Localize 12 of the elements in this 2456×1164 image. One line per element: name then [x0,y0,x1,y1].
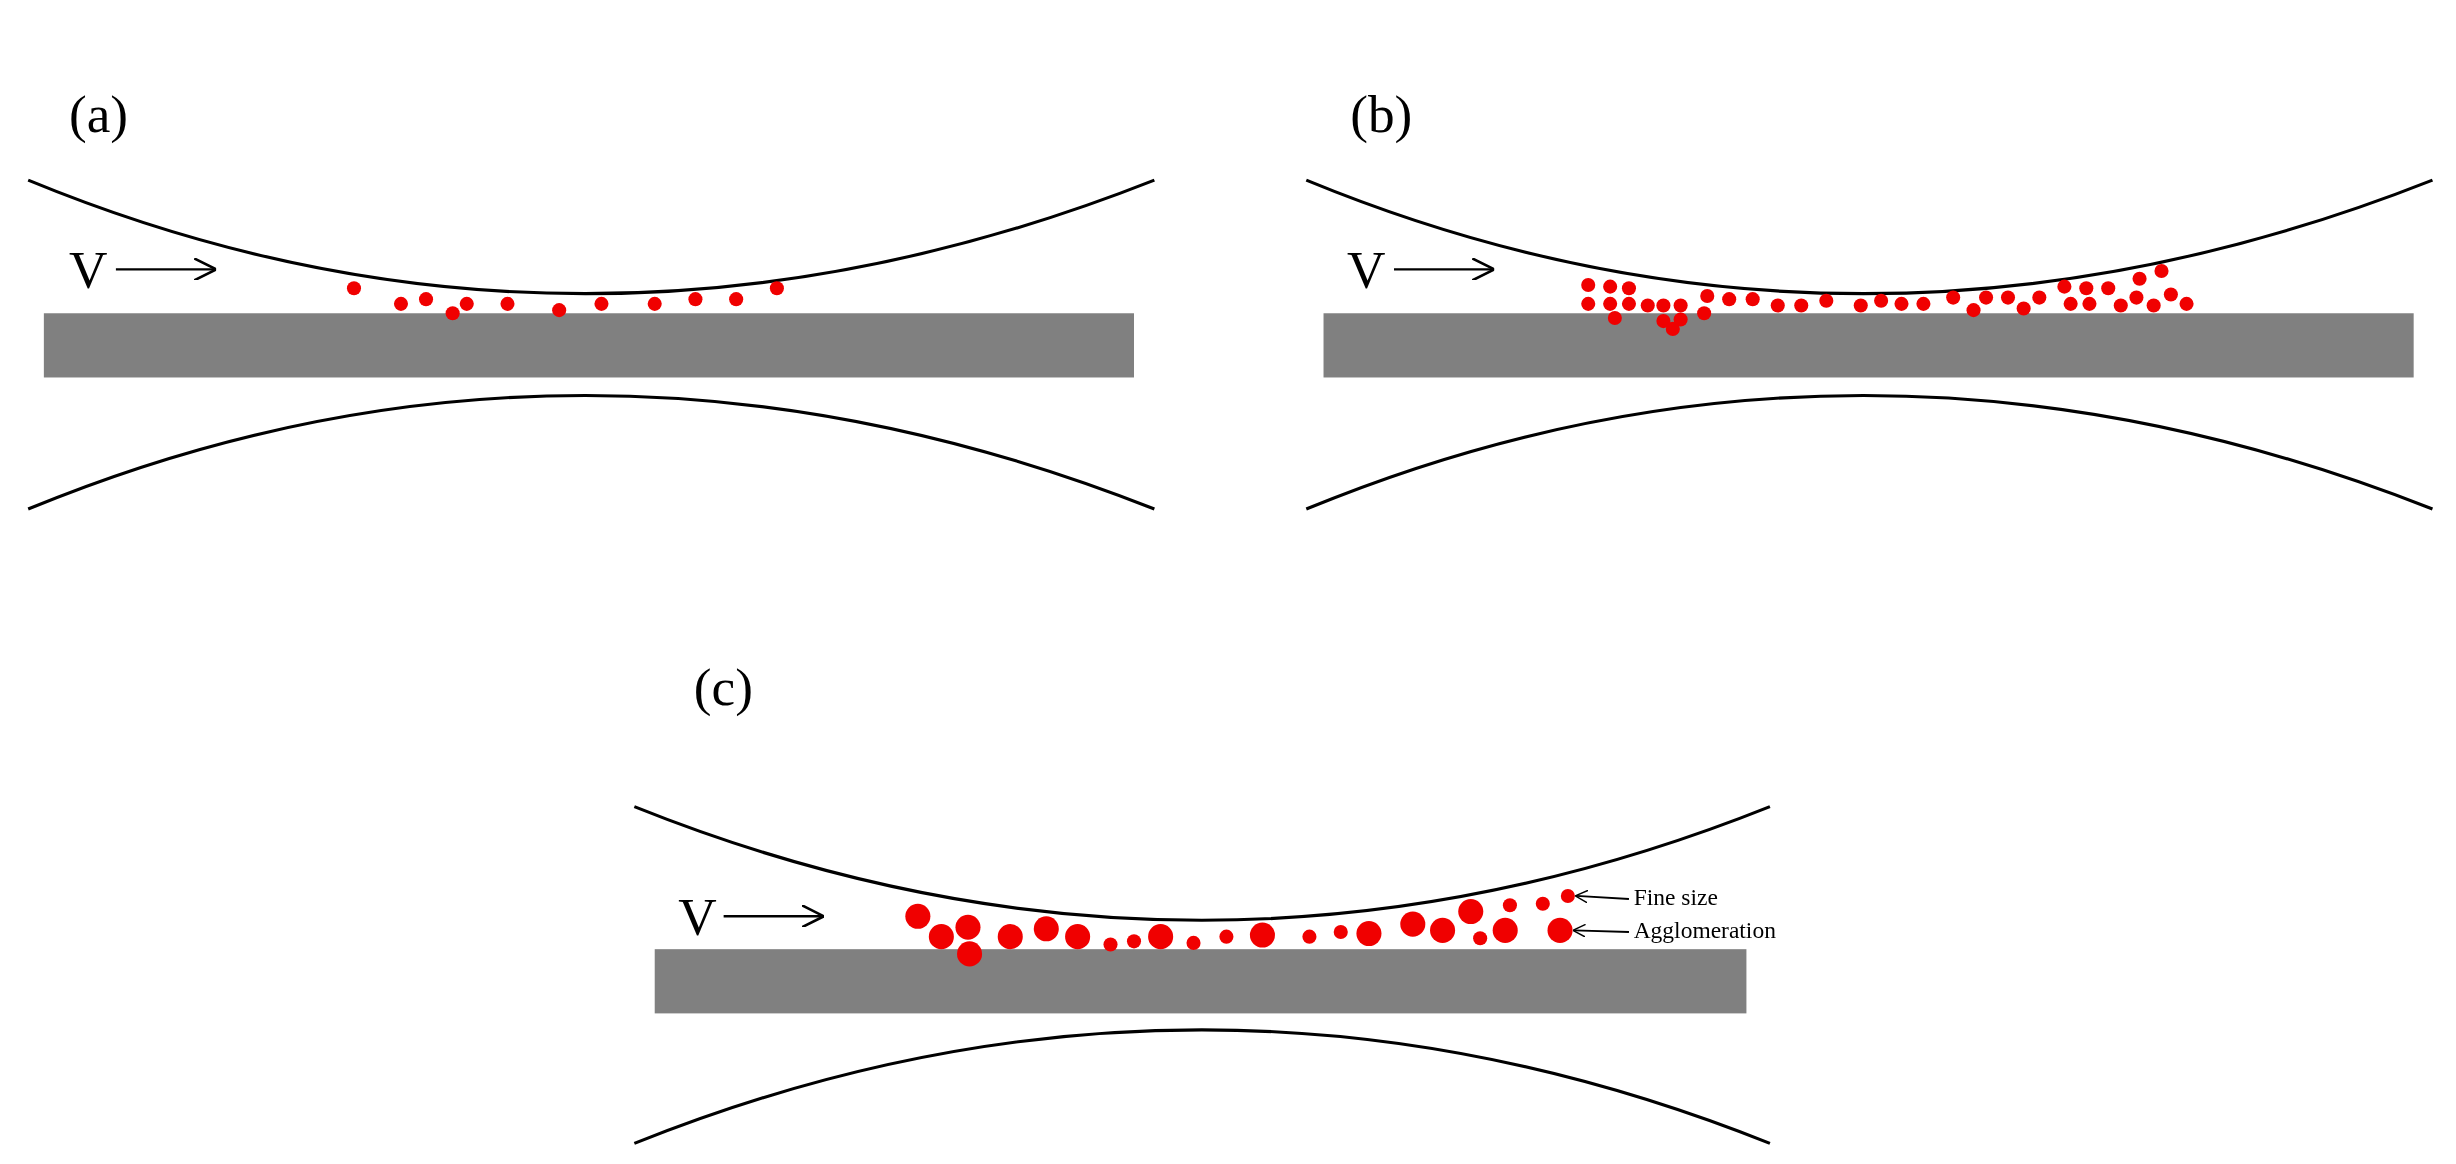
callout-text: Agglomeration [1633,919,1776,943]
callout-text: Fine size [1633,886,1718,910]
panel-label: (b) [1350,87,1413,141]
velocity-label: V [678,891,717,945]
particle-dot [1560,888,1575,903]
panel-label: (c) [693,661,753,715]
velocity-label: V [1347,244,1386,298]
leader-line [1574,889,1630,904]
velocity-label: V [68,244,108,298]
panel-label: (a) [68,87,129,141]
leader-line [1572,923,1630,938]
particle-dot [1547,917,1573,943]
